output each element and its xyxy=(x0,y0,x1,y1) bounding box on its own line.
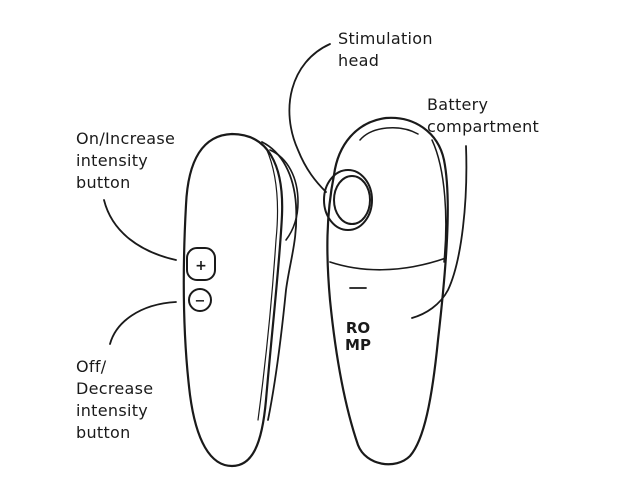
minus-symbol: − xyxy=(195,294,206,309)
on-increase-label: On/Increase intensity button xyxy=(76,128,175,194)
stimulation-head-outer xyxy=(323,169,373,231)
plus-symbol: + xyxy=(195,258,207,274)
leader-on-increase xyxy=(103,199,177,261)
right-device-rear-contour xyxy=(431,139,447,263)
brand-logo-line1: RO xyxy=(346,319,370,337)
label-line: Stimulation xyxy=(338,29,433,48)
left-device xyxy=(182,132,299,468)
label-line: button xyxy=(76,423,131,442)
leader-battery-compartment xyxy=(411,145,468,319)
leader-stimulation-head xyxy=(288,43,331,193)
right-device xyxy=(323,116,449,466)
left-device-head-cap xyxy=(269,149,299,241)
plus-button xyxy=(186,247,216,281)
stimulation-head-label: Stimulation head xyxy=(338,28,433,72)
off-decrease-label: Off/ Decrease intensity button xyxy=(76,356,153,444)
left-device-side-edge xyxy=(261,141,298,421)
label-line: Off/ xyxy=(76,357,107,376)
stimulation-head-inner xyxy=(333,175,371,225)
minus-button xyxy=(188,288,212,312)
label-line: compartment xyxy=(427,117,540,136)
right-device-body xyxy=(326,116,449,466)
battery-seam xyxy=(329,257,447,271)
label-line: On/Increase xyxy=(76,129,176,148)
label-line: intensity xyxy=(76,151,149,170)
right-device-top-contour xyxy=(359,127,419,141)
label-line: intensity xyxy=(76,401,149,420)
label-line: Battery xyxy=(427,95,489,114)
label-line: head xyxy=(338,51,380,70)
battery-compartment-label: Battery compartment xyxy=(427,94,539,138)
left-device-body xyxy=(182,132,284,468)
label-line: Decrease xyxy=(76,379,154,398)
label-line: button xyxy=(76,173,131,192)
leader-off-decrease xyxy=(109,301,177,345)
brand-logo-line2: MP xyxy=(345,336,371,354)
left-device-seam xyxy=(257,147,279,421)
